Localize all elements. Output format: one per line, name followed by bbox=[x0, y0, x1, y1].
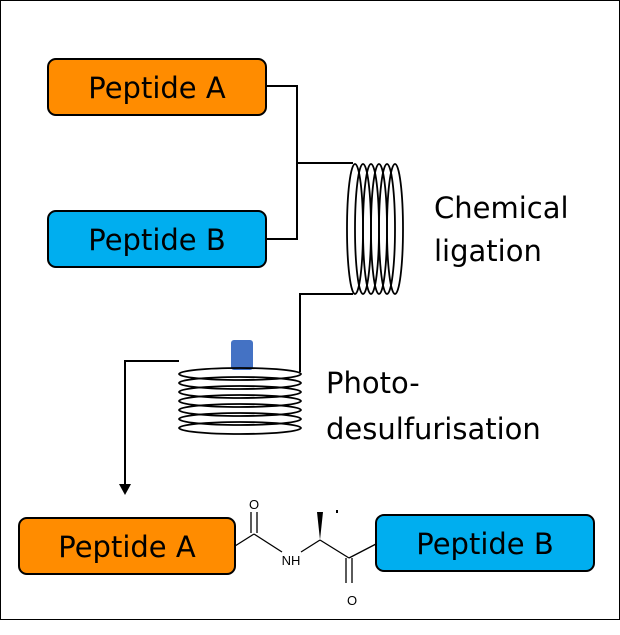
amide-nitrogen: NH bbox=[282, 553, 301, 568]
peptide-b-product-label: Peptide B bbox=[416, 527, 554, 561]
peptide-b-input-label: Peptide B bbox=[88, 223, 226, 257]
tube-peptide-b bbox=[266, 163, 298, 240]
ligation-label-line1: Chemical bbox=[434, 191, 569, 225]
ligation-coil bbox=[346, 163, 404, 295]
methyl-stub bbox=[336, 510, 338, 513]
photo-coil bbox=[178, 367, 302, 435]
ligation-label-line2: ligation bbox=[434, 234, 542, 268]
uv-lamp bbox=[231, 340, 253, 370]
peptide-a-product-label: Peptide A bbox=[58, 530, 196, 564]
tube-output bbox=[124, 360, 179, 484]
photo-label-line1: Photo- bbox=[326, 366, 420, 400]
output-arrowhead bbox=[119, 484, 131, 495]
tube-coil1-to-coil2 bbox=[299, 293, 353, 372]
wedge-bond bbox=[317, 512, 323, 540]
peptide-b-product-box bbox=[375, 514, 595, 572]
tube-peptide-a bbox=[266, 85, 353, 164]
peptide-a-input-label: Peptide A bbox=[88, 71, 226, 105]
carbonyl-oxygen-top: O bbox=[249, 497, 259, 512]
photo-label-line2: desulfurisation bbox=[326, 412, 541, 446]
amide-linkage-structure bbox=[234, 512, 377, 583]
carbonyl-oxygen-bottom: O bbox=[347, 593, 357, 608]
